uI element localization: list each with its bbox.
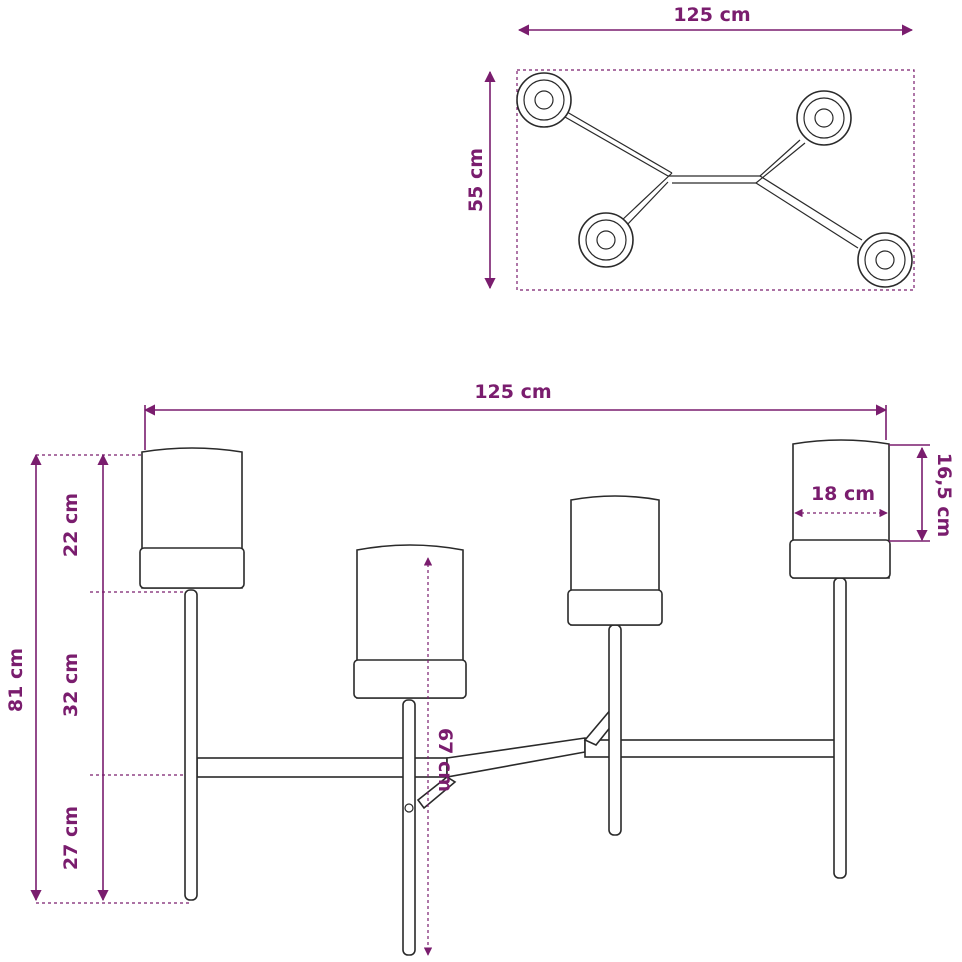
top-view-frame [564,111,863,249]
top-width-label: 125 cm [673,4,750,26]
front-pot-1 [139,447,245,901]
top-pot-4 [857,232,913,288]
top-pot-2 [796,90,852,146]
top-pot-3 [578,212,634,268]
top-depth-label: 55 cm [465,148,487,212]
lower-stem-label: 27 cm [60,806,82,870]
front-view: 125 cm 81 cm 22 cm 32 cm 27 cm [5,381,955,956]
total-height-label: 81 cm [5,648,27,712]
top-view-bounding-box [516,69,915,291]
top-view: 125 cm 55 cm [465,4,915,291]
mid-stem-label: 32 cm [60,653,82,717]
front-pot-3 [567,495,663,836]
center-pot-height-label: 67 cm [434,728,456,792]
top-pot-1 [516,72,572,128]
pot-height-label: 22 cm [60,493,82,557]
pot-inner-height-label: 16,5 cm [933,453,955,538]
front-pot-2 [353,544,467,956]
front-frame [196,706,836,810]
pot-diameter-label: 18 cm [811,483,875,505]
front-pot-4 [789,439,891,879]
front-width-label: 125 cm [474,381,551,403]
